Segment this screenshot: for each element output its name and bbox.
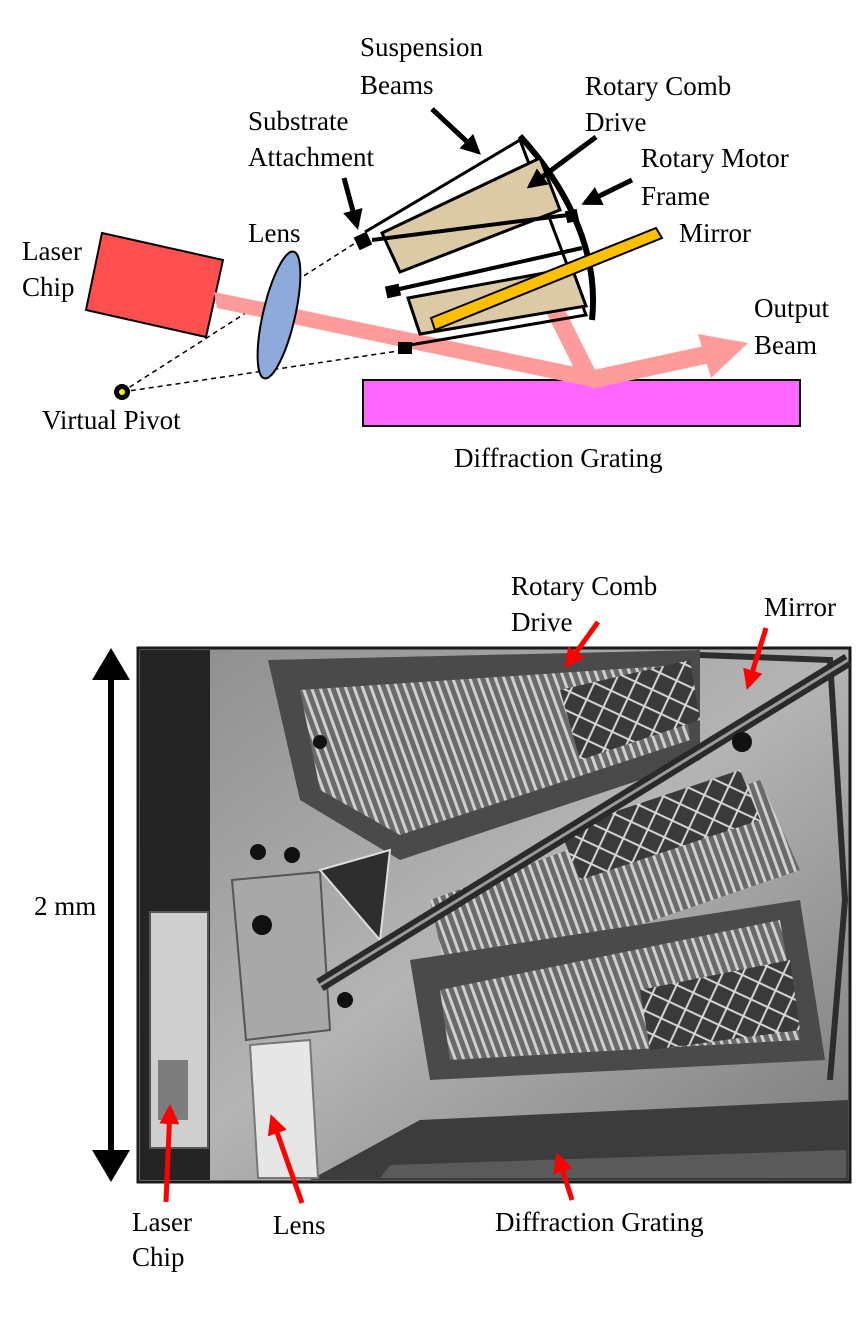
suspension-beams [371,212,583,292]
photo-comb-upper-truss [560,660,700,760]
mirror [429,226,664,332]
photo-mirror-highlight [319,658,849,987]
laser-beam [214,292,595,387]
photo-label-lens: Lens [273,1210,325,1240]
virtual-pivot-marker [114,384,130,400]
photo-grating-band-inner [380,1150,846,1178]
photo-laser-chip-detail [158,1060,188,1120]
comb-drive-upper [380,155,562,274]
lens [256,250,302,380]
photo-pointer-arrows [159,620,769,1204]
label-diffraction-grating: Diffraction Grating [454,443,663,473]
diffraction-grating [362,379,801,427]
motor-frame-outline [364,137,589,347]
photo-label-scale: 2 mm [34,891,96,921]
label-virtual-pivot: Virtual Pivot [42,405,181,435]
photo-comb-middle-truss [560,770,760,880]
photo-lens [248,1038,320,1179]
schematic-callout-arrows [341,107,634,230]
photo-substrate [230,870,332,1042]
photo-motor-frame [699,652,849,1081]
scale-bar [92,648,130,1182]
photo-label-mirror: Mirror [764,592,836,622]
output-beam [588,334,748,389]
photo-hub [318,848,392,943]
label-lens: Lens [248,218,300,248]
photo-comb-lower-truss [640,960,800,1050]
substrate-attachments [353,208,580,354]
label-mirror: Mirror [679,218,751,248]
photo-label-diffraction-grating: Diffraction Grating [495,1207,704,1237]
photo-anchor-dots [250,732,752,1008]
laser-chip [84,231,225,339]
virtual-pivot-lines [121,239,406,393]
